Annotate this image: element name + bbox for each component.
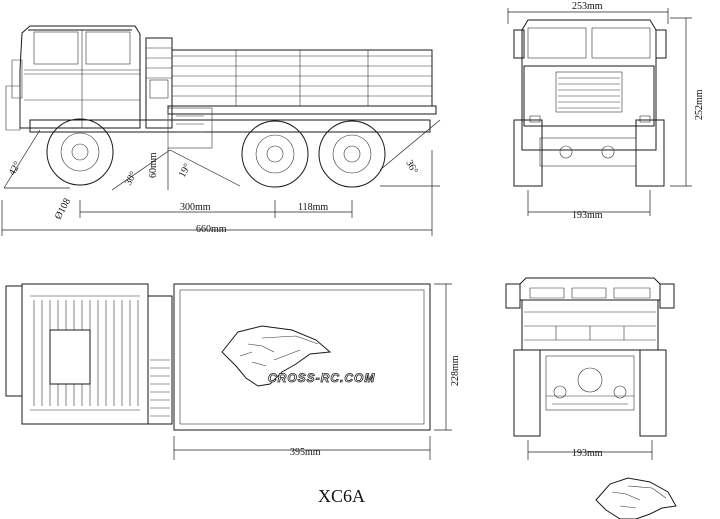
dim-front-track: 193mm: [572, 210, 603, 221]
side-view: 300mm 118mm 660mm Ø108 60mm 42° 30° 19° …: [1, 25, 441, 236]
middle-wheel: [241, 120, 309, 188]
dim-rear-track: 193mm: [572, 448, 603, 459]
dim-total-length: 660mm: [196, 224, 227, 235]
dim-wheelbase-rear: 118mm: [298, 202, 328, 213]
dim-ramp-angle-2: 19°: [177, 162, 193, 180]
dim-wheel-diameter: Ø108: [53, 197, 73, 222]
model-title: XC6A: [318, 486, 365, 506]
front-view: 253mm 252mm 193mm: [507, 1, 705, 221]
dim-wheelbase-front: 300mm: [180, 202, 211, 213]
dim-bed-width: 228mm: [450, 355, 461, 386]
dim-departure-angle: 36°: [403, 158, 419, 176]
dim-approach-angle: 42°: [7, 160, 23, 178]
dim-front-height: 252mm: [694, 89, 705, 120]
dim-ground-clearance: 60mm: [148, 152, 159, 178]
rear-view: 193mm: [505, 277, 675, 460]
dim-front-width: 253mm: [572, 1, 603, 12]
corner-lion-logo: [595, 477, 677, 519]
dim-bed-length: 395mm: [290, 447, 321, 458]
front-wheel: [46, 118, 114, 186]
rear-wheel: [318, 120, 386, 188]
brand-logo-text: CROSS-RC.COM: [268, 371, 375, 385]
top-view: CROSS-RC.COM 395mm 228mm: [5, 283, 461, 460]
